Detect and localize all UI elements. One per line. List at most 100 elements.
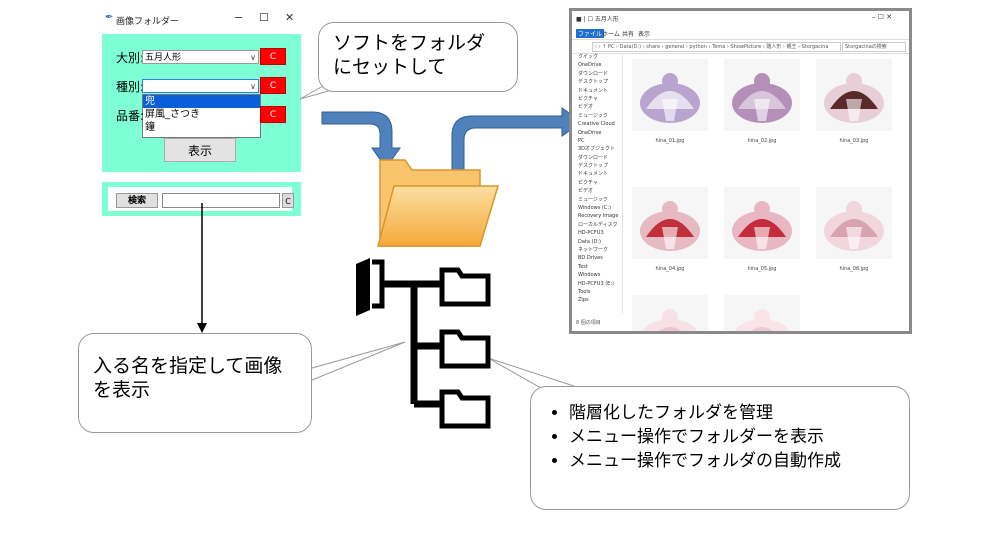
nav-item[interactable]: ローカルディスク — [578, 221, 618, 228]
ribbon-tab[interactable]: ファイル — [576, 29, 605, 38]
image-thumbnail[interactable]: hina_02.jpg — [724, 59, 800, 144]
nav-item[interactable]: Test — [578, 263, 588, 270]
dropdown-option[interactable]: 鐘 — [145, 122, 155, 133]
explorer-ribbon: ファイル ホーム 共有 表示 — [572, 25, 909, 40]
dropdown-option[interactable]: 屏風_さつき — [145, 109, 200, 120]
image-thumbnail[interactable] — [632, 295, 708, 331]
nav-item[interactable]: ビデオ — [578, 104, 594, 111]
open-folder-icon — [377, 159, 500, 247]
image-thumbnail[interactable]: hina_06.jpg — [816, 187, 892, 272]
nav-item[interactable]: Data (D:) — [578, 238, 601, 245]
thumbnail-caption: hina_06.jpg — [839, 266, 869, 272]
callout-set-software: ソフトをフォルダ にセットして — [318, 22, 518, 92]
ribbon-tab[interactable]: 共有 — [622, 31, 635, 38]
window-controls-icon[interactable]: – ☐ ✕ — [872, 13, 893, 21]
nav-item[interactable]: Windows (C:) — [578, 205, 611, 212]
nav-item[interactable]: ドキュメント — [578, 171, 609, 178]
explorer-status-bar: 8 個の項目 — [572, 315, 909, 331]
thumbnail-caption: hina_05.jpg — [747, 266, 777, 272]
kind-clear-button[interactable]: C — [260, 77, 286, 94]
doll-photo-icon — [816, 59, 892, 131]
nav-item[interactable]: ミュージック — [578, 196, 608, 203]
show-button[interactable]: 表示 — [164, 138, 236, 162]
maximize-button[interactable]: ☐ — [259, 11, 269, 24]
nav-item[interactable]: OneDrive — [578, 129, 602, 136]
dropdown-option[interactable]: 兜 — [143, 95, 260, 108]
nav-item[interactable]: ピクチャ — [578, 95, 598, 102]
nav-item[interactable]: ダウンロード — [578, 154, 609, 161]
arrowhead-icon — [197, 323, 207, 333]
nav-item[interactable]: PC — [578, 137, 585, 144]
nav-item[interactable]: HD-PCFU3 — [578, 230, 604, 237]
nav-item[interactable]: ミュージック — [578, 112, 608, 119]
chevron-down-icon[interactable]: ∨ — [250, 53, 256, 62]
image-thumbnail[interactable] — [724, 295, 800, 331]
nav-item[interactable]: ネットワーク — [578, 246, 609, 253]
major-category-value: 五月人形 — [145, 53, 182, 63]
kind-dropdown-list: 兜 屏風_さつき 鐘 — [142, 94, 261, 138]
nav-item[interactable]: ビデオ — [578, 188, 594, 195]
thumbnail-caption: hina_01.jpg — [655, 138, 685, 144]
callout-line: にセットして — [333, 56, 447, 78]
nav-item[interactable]: OneDrive — [578, 62, 602, 69]
ribbon-tab[interactable]: ホーム — [602, 31, 620, 38]
feature-item: 階層化したフォルダを管理 — [569, 401, 891, 425]
file-explorer-window: ■ | ☐ 五月人形 – ☐ ✕ ファイル ホーム 共有 表示 ‹ › ↑ PC… — [569, 8, 912, 334]
nav-item[interactable]: HD-PCFU3 (E:) — [578, 280, 614, 287]
search-input[interactable] — [162, 193, 280, 208]
blue-arrow-into-folder — [321, 111, 401, 169]
nav-item[interactable]: ドキュメント — [578, 87, 609, 94]
thumbnail-caption: hina_04.jpg — [655, 266, 685, 272]
app-titlebar: ✒ 画像フォルダー − ☐ ✕ — [100, 8, 305, 32]
feather-app-icon: ✒ — [105, 12, 114, 23]
nav-item[interactable]: クイック — [578, 54, 599, 60]
doll-photo-icon — [724, 59, 800, 131]
chevron-down-icon[interactable]: ∨ — [250, 82, 256, 91]
image-thumbnail[interactable]: hina_03.jpg — [816, 59, 892, 144]
status-text: 8 個の項目 — [576, 320, 601, 326]
address-bar[interactable]: ‹ › ↑ PC › Data(D:) › share › general › … — [592, 42, 841, 52]
feature-item: メニュー操作でフォルダの自動作成 — [569, 449, 891, 473]
doll-photo-icon — [632, 295, 708, 331]
callout-line: 入る名を指定して画像 — [93, 355, 283, 377]
minimize-button[interactable]: − — [234, 11, 244, 24]
kind-select[interactable]: ∨ — [142, 79, 259, 93]
thumbnail-caption: hina_03.jpg — [839, 138, 869, 144]
doll-photo-icon — [632, 59, 708, 131]
nav-item[interactable]: Tools — [578, 288, 591, 295]
nav-item[interactable]: BD Drives — [578, 255, 603, 262]
ribbon-tab[interactable]: 表示 — [638, 31, 651, 38]
explorer-search-input[interactable]: Storgacinaの検索 — [842, 42, 906, 52]
nav-item[interactable]: ピクチャ — [578, 179, 598, 186]
nav-item[interactable]: Zips — [578, 297, 589, 304]
explorer-address-row: ‹ › ↑ PC › Data(D:) › share › general › … — [572, 39, 909, 54]
nav-item[interactable]: Creative Cloud — [578, 121, 615, 128]
doll-photo-icon — [816, 187, 892, 259]
nav-item[interactable]: Windows — [578, 272, 601, 279]
major-category-select[interactable]: 五月人形 ∨ — [142, 50, 259, 64]
image-thumbnail[interactable]: hina_05.jpg — [724, 187, 800, 272]
nav-item[interactable]: Recovery Image — [578, 213, 619, 220]
search-clear-button[interactable]: C — [282, 193, 294, 208]
callout-specify-name: 入る名を指定して画像 を表示 — [78, 333, 312, 433]
doll-photo-icon — [724, 187, 800, 259]
nav-item[interactable]: デスクトップ — [578, 79, 609, 86]
nav-item[interactable]: 3Dオブジェクト — [578, 146, 616, 153]
folder-tree-icon — [356, 258, 491, 429]
image-thumbnail[interactable]: hina_01.jpg — [632, 59, 708, 144]
search-button[interactable]: 検索 — [116, 193, 158, 208]
feature-item: メニュー操作でフォルダーを表示 — [569, 425, 891, 449]
feature-list: 階層化したフォルダを管理 メニュー操作でフォルダーを表示 メニュー操作でフォルダ… — [549, 401, 891, 473]
nav-item[interactable]: デスクトップ — [578, 163, 609, 170]
item-number-label: 品番: — [116, 109, 145, 123]
close-button[interactable]: ✕ — [285, 11, 295, 24]
major-clear-button[interactable]: C — [260, 48, 286, 65]
nav-item[interactable]: ダウンロード — [578, 70, 609, 77]
image-thumbnail[interactable]: hina_04.jpg — [632, 187, 708, 272]
callout-line: を表示 — [93, 379, 151, 401]
callout-pointer — [299, 341, 406, 386]
blue-arrow-to-explorer — [451, 107, 583, 173]
major-category-label: 大別: — [116, 51, 145, 65]
item-clear-button[interactable]: C — [260, 106, 286, 123]
